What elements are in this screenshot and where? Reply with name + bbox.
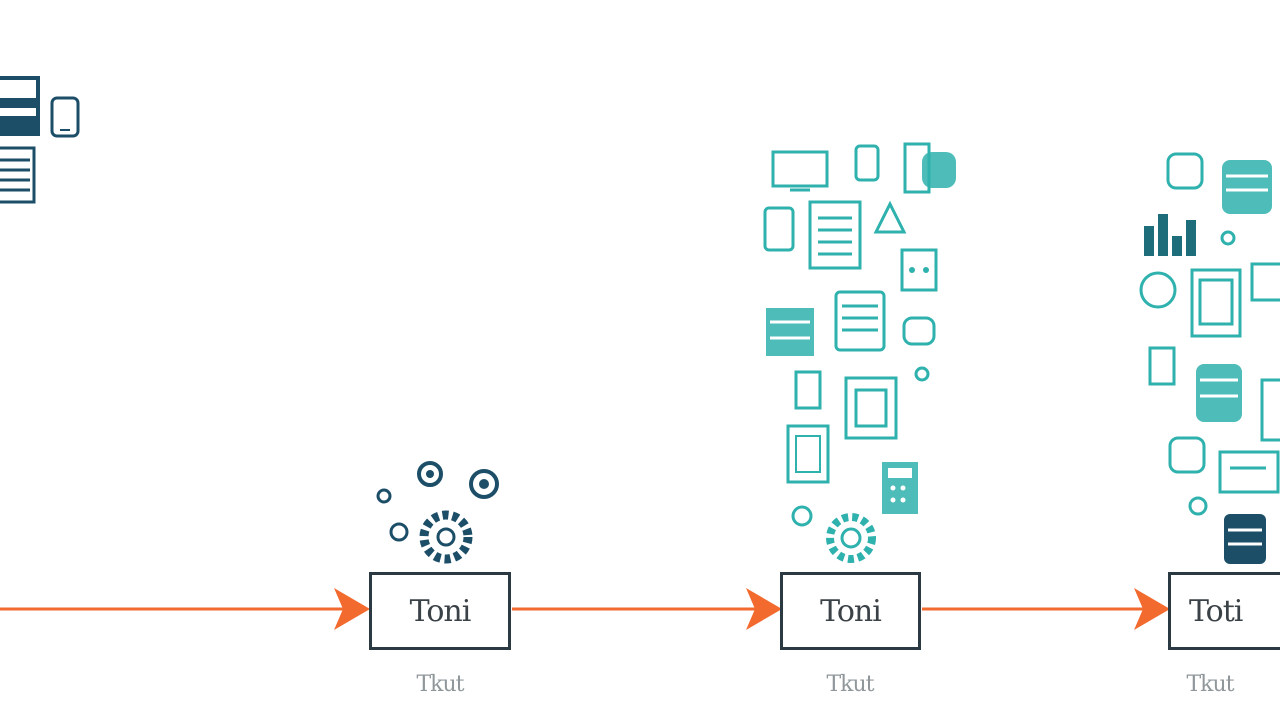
browser-window-icon	[0, 76, 40, 136]
chat-bubble-icon	[902, 316, 936, 346]
document-icon	[808, 200, 862, 270]
database-icon	[1224, 514, 1266, 564]
gear-icon	[389, 522, 409, 542]
tablet-icon	[903, 142, 956, 194]
stage-box-3: Toti	[1168, 572, 1280, 650]
gear-icon	[469, 469, 499, 499]
location-pin-icon	[1139, 271, 1177, 309]
tablet-icon	[786, 424, 830, 484]
stage-caption-1: Tkut	[416, 672, 464, 697]
gear-icon	[419, 510, 473, 564]
phone-icon	[794, 370, 822, 410]
warning-icon	[873, 200, 907, 234]
list-document-icon	[0, 146, 36, 204]
phone-icon	[1148, 346, 1176, 386]
calculator-icon	[900, 248, 938, 292]
monitor-icon	[1218, 450, 1280, 494]
image-icon	[844, 376, 898, 440]
chat-bubble-icon	[1166, 152, 1204, 190]
chat-bubble-icon	[1168, 436, 1206, 474]
server-icon	[834, 290, 886, 352]
database-icon	[1222, 160, 1272, 214]
image-icon	[1190, 268, 1242, 338]
stage-caption-3: Tkut	[1186, 672, 1234, 697]
dot-icon	[1188, 496, 1208, 516]
gear-icon	[417, 461, 443, 487]
calculator-icon	[882, 462, 918, 514]
stage-caption-2: Tkut	[826, 672, 874, 697]
dot-icon	[914, 366, 930, 382]
chart-icon	[1144, 214, 1196, 256]
gear-icon	[826, 513, 876, 563]
stage-label: Toni	[820, 593, 882, 629]
server-icon	[766, 308, 814, 356]
phone-icon	[50, 96, 80, 138]
dot-icon	[791, 505, 813, 527]
stage-label: Toni	[409, 593, 472, 629]
gear-icon	[376, 488, 392, 504]
database-icon	[1196, 364, 1242, 422]
phone-icon	[854, 144, 880, 182]
dot-icon	[1220, 230, 1236, 246]
phone-icon	[763, 206, 795, 252]
monitor-icon	[771, 150, 829, 192]
monitor-icon	[1250, 262, 1280, 302]
document-icon	[1260, 378, 1280, 442]
stage-box-1: Toni	[369, 572, 511, 650]
stage-label: Toti	[1189, 593, 1243, 629]
stage-box-2: Toni	[780, 572, 921, 650]
